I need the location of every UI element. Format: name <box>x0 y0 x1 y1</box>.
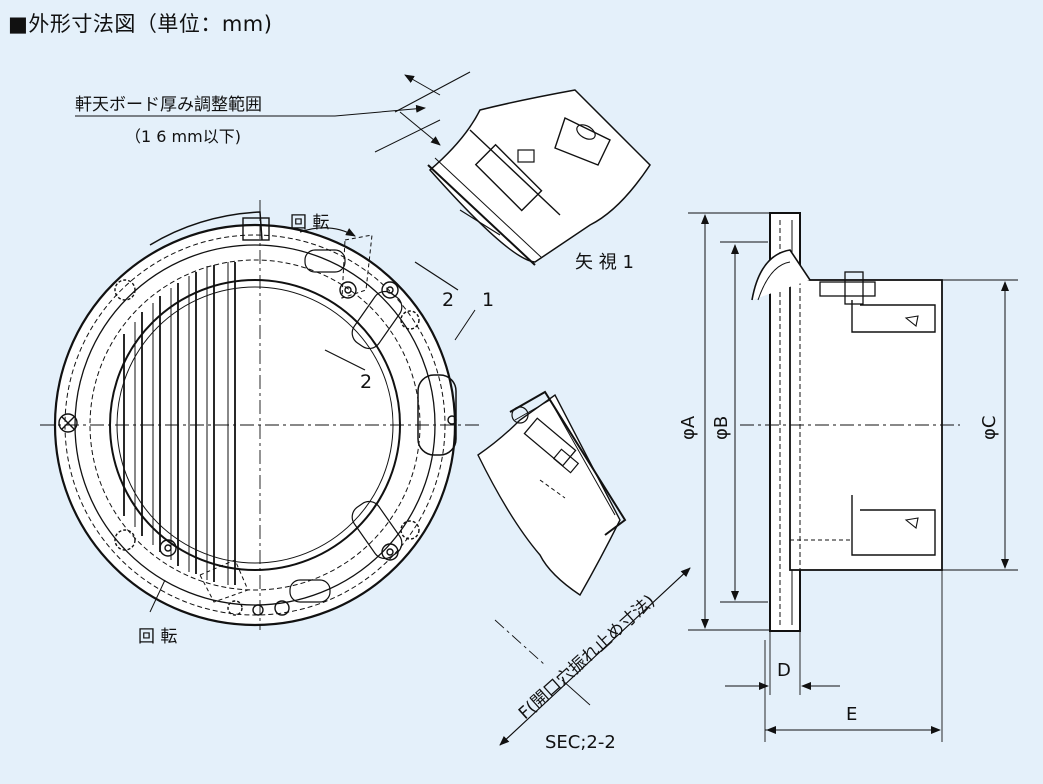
view-mark-1: 1 <box>482 289 494 311</box>
arrow-view-label: 矢 視 1 <box>575 252 634 273</box>
dim-a-label: φA <box>678 415 699 440</box>
eave-board-range-label: 軒天ボード厚み調整範囲 <box>75 95 262 115</box>
front-view <box>40 200 480 630</box>
section-view-2-2 <box>477 390 691 746</box>
louver-bars <box>123 262 236 585</box>
page-title: ■外形寸法図（単位：mm) <box>8 12 273 36</box>
rotate-label-bottom: 回 転 <box>138 627 177 647</box>
section-mark-2-bottom: 2 <box>360 371 372 393</box>
dim-e-label: E <box>846 704 857 725</box>
side-view <box>688 212 1018 742</box>
section-mark-2-top: 2 <box>442 289 454 311</box>
eave-leader <box>75 104 426 117</box>
dim-d-label: D <box>777 660 791 681</box>
rotate-label-top: 回 転 <box>290 213 329 233</box>
detail-view-1 <box>374 71 651 266</box>
dim-b-label: φB <box>711 416 732 440</box>
section-label: SEC;2-2 <box>545 732 616 753</box>
dim-c-label: φC <box>979 416 1000 440</box>
eave-board-range-note: （1 6 mm以下) <box>125 127 241 146</box>
